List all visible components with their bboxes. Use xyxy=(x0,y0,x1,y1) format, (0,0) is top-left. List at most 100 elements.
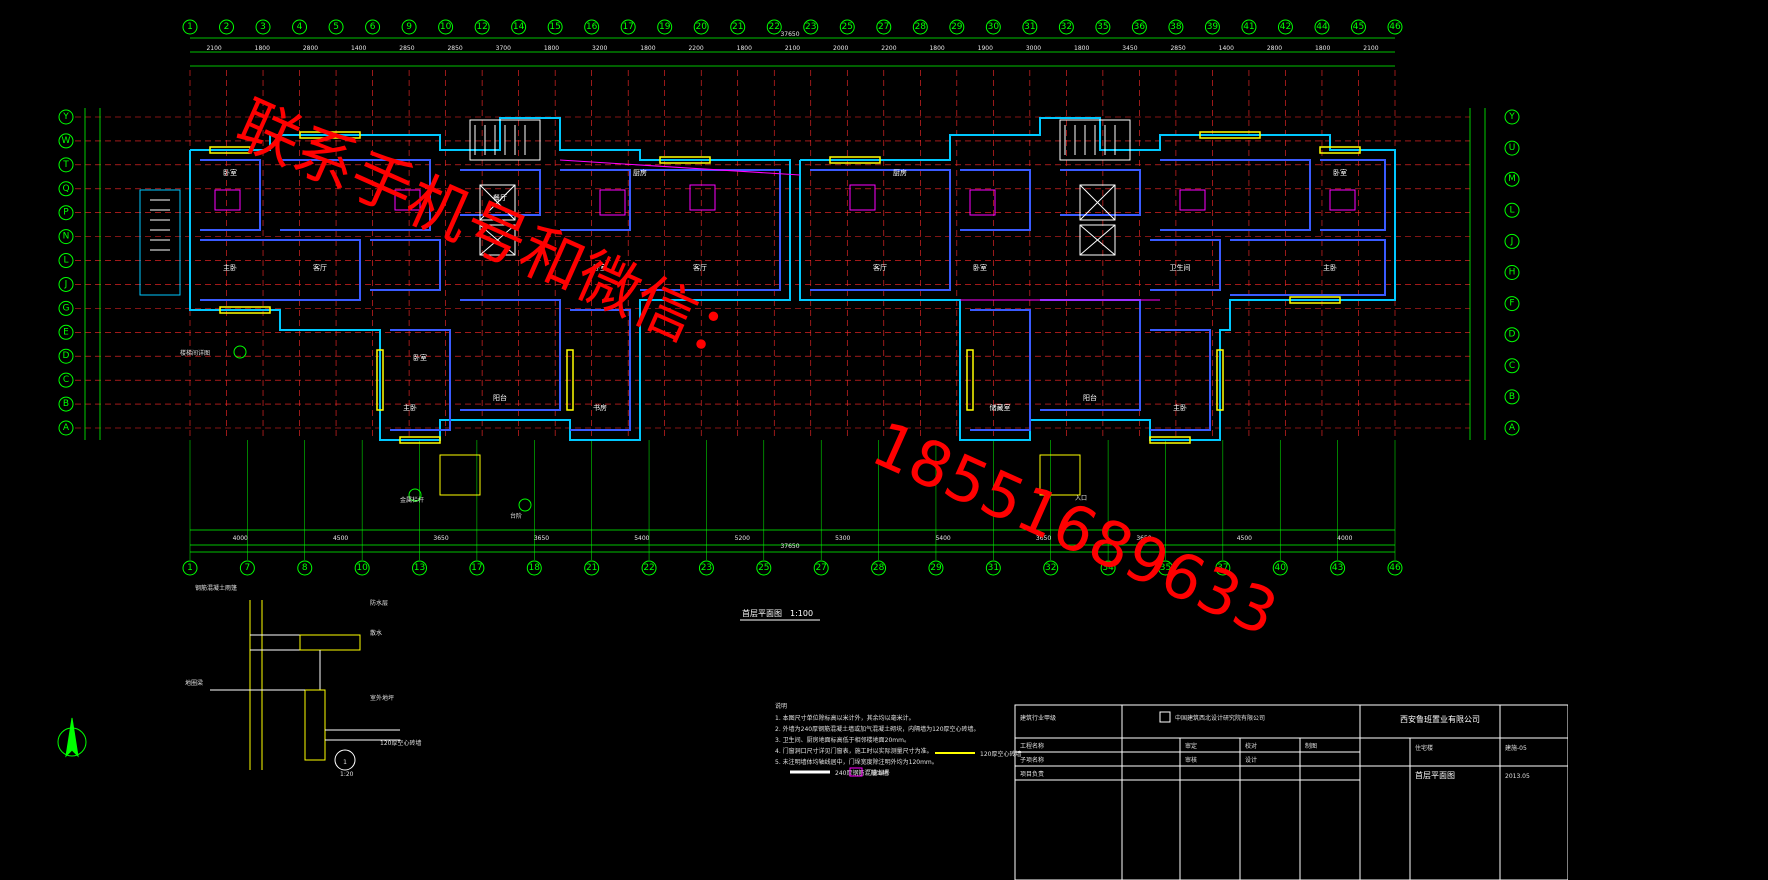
note-line: 4. 门窗洞口尺寸详见门窗表，施工时以实际测量尺寸为准。 xyxy=(775,747,933,755)
row-axis-bubble: D xyxy=(1504,327,1520,343)
column-axis-bubble: 27 xyxy=(876,19,892,35)
row-axis-label: A xyxy=(1509,423,1516,433)
row-axis-bubble: Y xyxy=(1504,109,1520,125)
row-axis-bubble: U xyxy=(1504,140,1520,156)
column-axis-label: 8 xyxy=(302,563,308,573)
row-axis-bubble: N xyxy=(58,229,74,245)
column-axis-label: 46 xyxy=(1389,22,1401,32)
dimension-text: 5300 xyxy=(835,535,850,542)
column-axis-label: 27 xyxy=(815,563,826,573)
column-axis-bubble: 9 xyxy=(401,19,417,35)
notes-title: 说明 xyxy=(775,702,787,710)
column-axis-label: 10 xyxy=(356,563,368,573)
drawing-scale-text: 1:100 xyxy=(790,609,813,618)
room-label: 厨房 xyxy=(893,168,907,177)
callout-stair-detail: 楼梯间详图 xyxy=(180,349,210,357)
blank-side-panel xyxy=(1568,0,1768,880)
overall-dimension-text-top: 37650 xyxy=(780,31,799,38)
dimension-text: 3700 xyxy=(496,45,511,52)
column-axis-label: 23 xyxy=(701,563,712,573)
column-axis-label: 35 xyxy=(1097,22,1108,32)
row-axis-bubble: L xyxy=(1504,202,1520,218)
column-axis-label: 12 xyxy=(476,22,487,32)
column-axis-label: 23 xyxy=(805,22,816,32)
column-axis-bubble: 35 xyxy=(1095,19,1111,35)
row-axis-bubble: D xyxy=(58,348,74,364)
column-axis-label: 28 xyxy=(915,22,927,32)
column-axis-bubble: 34 xyxy=(1100,560,1116,576)
title-block-row: 校对 xyxy=(1245,742,1257,750)
column-axis-bubble: 25 xyxy=(839,19,855,35)
callout-entrance: 入口 xyxy=(1075,495,1087,502)
fixtures xyxy=(214,159,1356,301)
column-axis-bubble: 39 xyxy=(1204,19,1220,35)
column-axis-bubble: 10 xyxy=(438,19,454,35)
column-axis-bubble: 43 xyxy=(1330,560,1346,576)
column-axis-bubble: 35 xyxy=(1157,560,1173,576)
column-axis-bubble: 40 xyxy=(1272,560,1288,576)
row-axis-label: Y xyxy=(62,112,69,122)
column-axis-bubble: 37 xyxy=(1215,560,1231,576)
row-axis-label: Y xyxy=(1508,112,1515,122)
column-axis-label: 25 xyxy=(758,563,769,573)
dimension-text: 4500 xyxy=(333,535,348,542)
detail-label: 120厚空心砖墙 xyxy=(380,739,421,747)
dimension-text: 2800 xyxy=(1267,45,1282,52)
dimension-text: 2100 xyxy=(206,45,221,52)
row-axis-label: C xyxy=(63,375,69,385)
column-axis-label: 37 xyxy=(1217,563,1228,573)
column-axis-label: 41 xyxy=(1243,22,1254,32)
column-axis-bubble: 32 xyxy=(1058,19,1074,35)
title-block-client: 西安鲁班置业有限公司 xyxy=(1400,714,1480,724)
column-axis-bubble: 46 xyxy=(1387,560,1403,576)
floor-plan-walls xyxy=(189,117,1396,441)
dimension-text: 2800 xyxy=(303,45,318,52)
column-axis-label: 6 xyxy=(370,22,376,32)
dimension-text: 2850 xyxy=(399,45,414,52)
note-line: 5. 未注明墙体均轴线居中，门垛宽度除注明外均为120mm。 xyxy=(775,758,938,766)
row-axis-bubble: W xyxy=(58,133,74,149)
dimension-text: 5400 xyxy=(935,535,950,542)
column-axis-bubble: 28 xyxy=(912,19,928,35)
column-axis-label: 28 xyxy=(873,563,885,573)
dimension-text: 3650 xyxy=(433,535,448,542)
column-axis-bubble: 25 xyxy=(756,560,772,576)
dimension-text: 3650 xyxy=(1136,535,1151,542)
dimension-text: 5400 xyxy=(634,535,649,542)
dimension-text: 3650 xyxy=(534,535,549,542)
column-axis-bubble: 27 xyxy=(813,560,829,576)
column-axis-label: 42 xyxy=(1280,22,1291,32)
column-axis-label: 30 xyxy=(988,22,1000,32)
row-axis-bubble: B xyxy=(58,396,74,412)
row-axis-label: A xyxy=(63,423,70,433)
column-axis-label: 9 xyxy=(406,22,412,32)
legend-item: 120厚空心砖墙 xyxy=(980,750,1021,758)
room-label: 卫生间 xyxy=(1170,263,1191,272)
title-block-row: 审定 xyxy=(1185,742,1197,750)
row-axis-label: J xyxy=(1510,236,1514,246)
detail-scale: 1:20 xyxy=(340,771,354,778)
room-label: 客厅 xyxy=(313,263,327,272)
title-block xyxy=(1014,704,1568,880)
wall-section-detail xyxy=(210,600,400,771)
dimension-text: 4000 xyxy=(1337,535,1352,542)
row-axis-bubble: L xyxy=(58,253,74,269)
column-axis-bubble: 32 xyxy=(1043,560,1059,576)
column-axis-label: 5 xyxy=(333,22,339,32)
detail-label: 散水 xyxy=(370,629,382,637)
title-block-row: 子项名称 xyxy=(1020,756,1044,764)
room-label: 厨房 xyxy=(633,168,647,177)
column-axis-label: 1 xyxy=(187,22,193,32)
column-axis-bubble: 18 xyxy=(526,560,542,576)
column-axis-label: 20 xyxy=(695,22,707,32)
column-axis-bubble: 42 xyxy=(1277,19,1293,35)
dimension-text: 2850 xyxy=(447,45,462,52)
column-axis-bubble: 17 xyxy=(469,560,485,576)
note-line: 3. 卫生间、厨房地面标高低于相邻楼地面20mm。 xyxy=(775,736,910,744)
row-axis-bubble: J xyxy=(58,276,74,292)
column-axis-bubble: 29 xyxy=(949,19,965,35)
row-axis-label: M xyxy=(1508,174,1516,184)
